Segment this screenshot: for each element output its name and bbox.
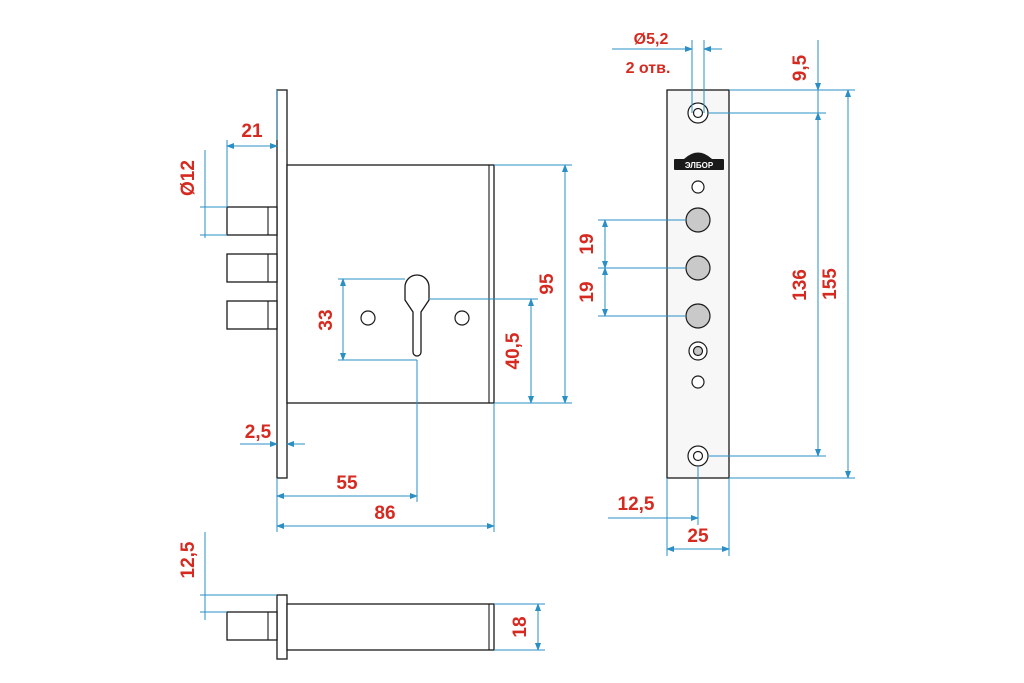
faceplate-view: ЭЛБОР Ø5,2 2 отв. 9,5: [577, 31, 855, 556]
brand-logo: ЭЛБОР: [674, 152, 724, 170]
bolt-bottom: [226, 300, 278, 330]
bolt-head-top: [685, 207, 711, 233]
side-case: [286, 603, 495, 651]
dim-bolt-pitch-2-label: 19: [577, 281, 598, 302]
dim-bolt-pitch: 19 19: [577, 219, 686, 317]
dim-faceplate-center-label: 12,5: [618, 494, 655, 515]
dim-screw-hole-label: Ø5,2: [634, 31, 669, 48]
dim-side-bolt-offset: 12,5: [178, 532, 277, 620]
dim-faceplate-thickness: 2,5: [240, 422, 305, 447]
dim-faceplate-width: 25: [666, 478, 730, 556]
cylinder-keyhole: [404, 274, 430, 357]
bolt-head-middle: [685, 255, 711, 281]
dim-faceplate-center: 12,5: [608, 466, 699, 525]
dim-bolt-offset-label: 21: [241, 121, 263, 142]
front-faceplate: [276, 89, 288, 479]
fixing-hole-left: [360, 310, 376, 326]
dim-side-thickness: 18: [494, 603, 545, 651]
faceplate-strip: [666, 89, 730, 479]
dim-case-depth-label: 86: [374, 503, 395, 524]
dim-backset: 55: [276, 360, 418, 532]
side-view: 12,5 18: [178, 532, 545, 660]
dim-faceplate-height-label: 155: [820, 268, 841, 300]
dim-bolt-offset: 21: [226, 90, 278, 207]
dim-hole-spacing: 136: [708, 112, 826, 457]
latch-hole-top: [691, 180, 705, 194]
dim-bolt-diameter: Ø12: [178, 150, 227, 238]
dim-case-depth: 86: [276, 403, 495, 532]
dim-bolt-diameter-label: Ø12: [178, 160, 199, 196]
latch-hole-bottom: [691, 375, 705, 389]
dim-side-thickness-label: 18: [510, 616, 531, 637]
front-view: 21 Ø12 33 95 40,5: [178, 89, 572, 532]
fixing-hole-right: [454, 310, 470, 326]
side-faceplate: [276, 594, 288, 660]
dim-hole-spacing-label: 136: [790, 269, 811, 301]
dim-screw-hole: Ø5,2 2 отв.: [612, 31, 722, 113]
dim-case-height-label: 95: [537, 273, 558, 295]
bolt-middle: [226, 253, 278, 283]
dim-cylinder-height: 33: [316, 278, 417, 361]
brand-logo-text: ЭЛБОР: [685, 161, 714, 170]
dim-top-hole-offset: 9,5: [708, 40, 826, 114]
dim-cylinder-center: 40,5: [429, 298, 538, 404]
dim-side-bolt-offset-label: 12,5: [178, 541, 199, 578]
bolt-top: [226, 206, 278, 236]
dim-faceplate-width-label: 25: [687, 526, 709, 547]
dim-faceplate-thickness-label: 2,5: [245, 422, 272, 443]
lock-case: [286, 164, 495, 404]
dim-cylinder-center-label: 40,5: [503, 332, 524, 369]
bolt-head-bottom: [685, 303, 711, 329]
dim-top-hole-offset-label: 9,5: [790, 54, 811, 81]
dim-cylinder-height-label: 33: [316, 309, 337, 330]
side-bolt: [226, 611, 278, 641]
dim-faceplate-height: 155: [729, 89, 855, 479]
dim-backset-label: 55: [336, 473, 358, 494]
dim-bolt-pitch-1-label: 19: [577, 233, 598, 254]
dim-screw-hole-count-label: 2 отв.: [626, 60, 671, 77]
